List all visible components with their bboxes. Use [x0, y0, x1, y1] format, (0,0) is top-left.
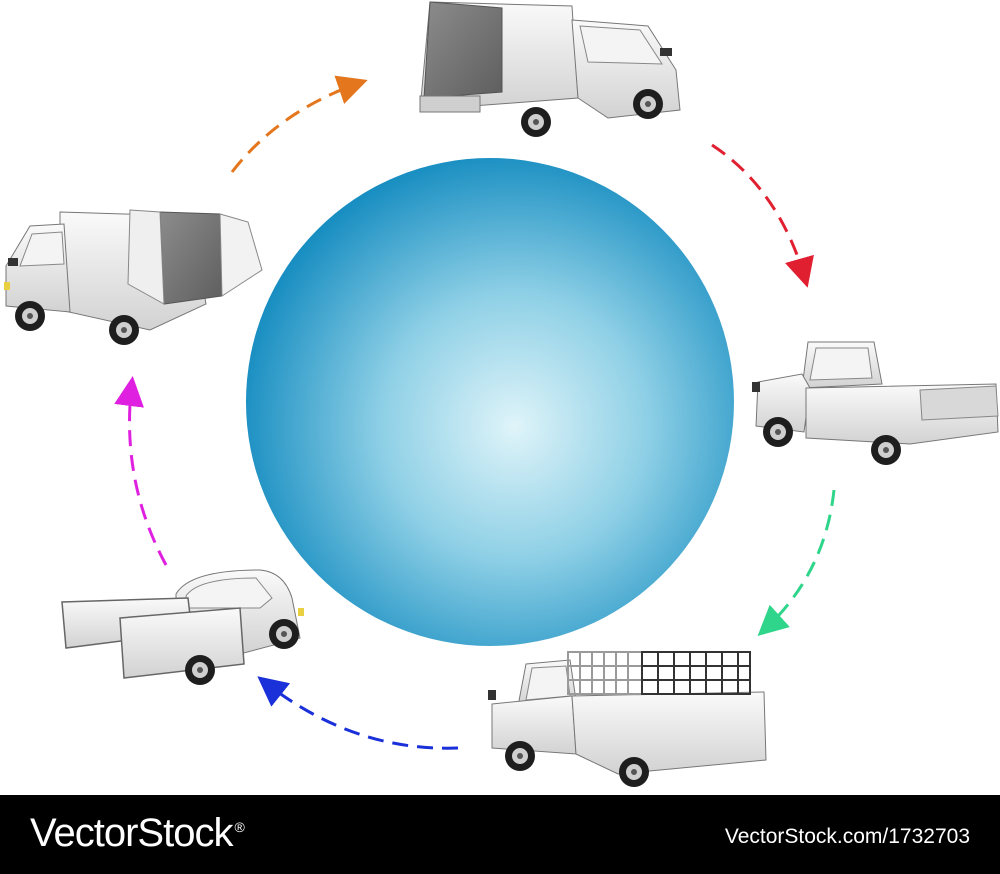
cage-truck-icon — [488, 651, 767, 787]
arrow-blue — [257, 676, 459, 750]
image-id: VectorStock.com/1732703 — [724, 825, 970, 848]
arrow-orange — [230, 75, 368, 173]
pickup-truck-icon — [752, 341, 999, 465]
arrow-magenta — [114, 376, 168, 566]
registered-mark: ® — [234, 818, 244, 835]
globe — [246, 158, 734, 646]
box-truck-icon — [4, 209, 263, 345]
footer-bar: VectorStock® VectorStock.com/1732703 — [0, 795, 1000, 874]
pickup-truck-icon — [61, 569, 304, 685]
arrow-red — [711, 143, 814, 288]
cycle-diagram — [4, 1, 999, 787]
arrow-green — [757, 489, 836, 637]
brand-logo[interactable]: VectorStock® — [30, 811, 245, 856]
box-truck-icon — [419, 1, 681, 137]
brand-name: VectorStock — [30, 811, 233, 855]
